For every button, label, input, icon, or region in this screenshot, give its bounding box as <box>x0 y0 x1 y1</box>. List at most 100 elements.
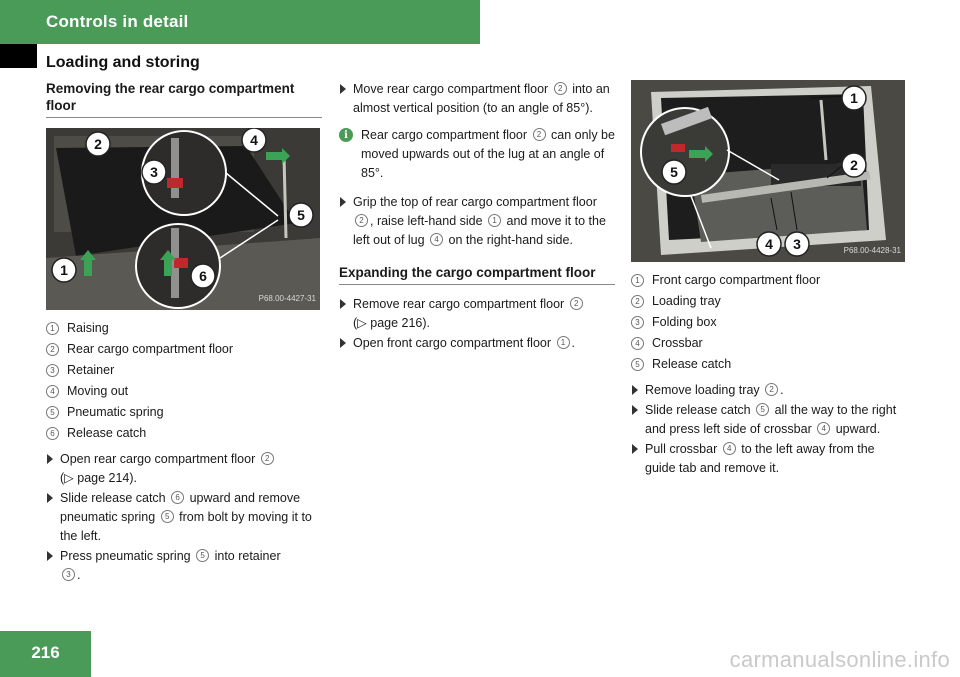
callout-marker: 5 <box>288 202 314 228</box>
figure-callouts-left: 2 3 4 5 1 6 <box>51 128 314 289</box>
instruction-list: Move rear cargo compartment floor 2 into… <box>339 80 615 118</box>
callout-marker: 4 <box>241 128 267 153</box>
callout-number: 5 <box>196 549 210 563</box>
svg-text:1: 1 <box>60 262 68 278</box>
step-arrow-icon <box>340 299 346 309</box>
callout-number: 2 <box>553 82 567 96</box>
svg-text:4: 4 <box>250 132 258 148</box>
chapter-title: Controls in detail <box>46 12 189 31</box>
legend-label: Raising <box>67 321 109 335</box>
callout-number: 2 <box>260 452 274 466</box>
step-arrow-icon <box>340 84 346 94</box>
callout-number: 2 <box>765 383 779 397</box>
instruction-step: Slide release catch 5 all the way to the… <box>631 401 907 439</box>
instruction-step: Remove rear cargo compartment floor 2(▷ … <box>339 295 615 333</box>
callout-number: 3 <box>46 364 59 377</box>
callout-number: 2 <box>46 343 59 356</box>
legend-list: 1 Raising 2 Rear cargo compartment floor 3… <box>46 318 322 444</box>
svg-text:5: 5 <box>297 207 305 223</box>
svg-text:4: 4 <box>765 236 773 252</box>
callout-number: 2 <box>355 214 368 228</box>
callout-number: 1 <box>556 336 570 350</box>
instruction-step: Grip the top of rear cargo compartment f… <box>339 193 615 250</box>
section-marker <box>0 44 37 68</box>
callout-number: 2 <box>569 297 583 311</box>
instruction-list: Open rear cargo compartment floor 2(▷ pa… <box>46 450 322 585</box>
svg-text:5: 5 <box>670 164 678 180</box>
step-arrow-icon <box>47 454 53 464</box>
svg-text:2: 2 <box>850 157 858 173</box>
page-number: 216 <box>31 643 60 662</box>
step-arrow-icon <box>47 493 53 503</box>
callout-number: 1 <box>631 274 644 287</box>
instruction-step: Slide release catch 6 upward and remove … <box>46 489 322 546</box>
callout-number: 5 <box>160 510 174 524</box>
callout-number: 1 <box>46 322 59 335</box>
instruction-list: Remove rear cargo compartment floor 2(▷ … <box>339 295 615 353</box>
info-note: i Rear cargo compartment floor 2 can onl… <box>339 126 615 183</box>
legend-item: 4 Crossbar <box>631 333 907 354</box>
svg-text:3: 3 <box>150 164 158 180</box>
legend-label: Rear cargo compartment floor <box>67 342 234 356</box>
callout-number: 5 <box>631 358 644 371</box>
legend-item: 5 Pneumatic spring <box>46 402 322 423</box>
step-arrow-icon <box>632 405 638 415</box>
callout-marker: 3 <box>784 231 810 257</box>
callout-number: 4 <box>817 422 831 436</box>
callout-marker: 2 <box>841 152 867 178</box>
step-arrow-icon <box>340 197 346 207</box>
callout-marker: 5 <box>661 159 687 185</box>
legend-item: 2 Rear cargo compartment floor <box>46 339 322 360</box>
callout-number: 2 <box>532 128 546 142</box>
legend-label: Pneumatic spring <box>67 405 164 419</box>
heading-expand-floor: Expanding the cargo compartment floor <box>339 264 615 285</box>
step-arrow-icon <box>340 338 346 348</box>
instruction-step: Open front cargo compartment floor 1. <box>339 334 615 353</box>
rear-floor-illustration <box>46 128 320 310</box>
instruction-step: Remove loading tray 2. <box>631 381 907 400</box>
svg-text:3: 3 <box>793 236 801 252</box>
callout-marker: 6 <box>190 263 216 289</box>
callout-number: 3 <box>62 568 75 582</box>
info-icon: i <box>339 128 353 142</box>
callout-number: 4 <box>631 337 644 350</box>
instruction-step: Open rear cargo compartment floor 2(▷ pa… <box>46 450 322 488</box>
column-middle: Move rear cargo compartment floor 2 into… <box>339 80 615 357</box>
column-left: Removing the rear cargo compartment floo… <box>46 80 322 589</box>
figure-callouts-right: 1 2 5 4 3 <box>661 85 867 257</box>
callout-number: 6 <box>171 491 185 505</box>
legend-label: Crossbar <box>652 336 703 350</box>
step-arrow-icon <box>632 385 638 395</box>
legend-label: Release catch <box>67 426 147 440</box>
callout-number: 2 <box>631 295 644 308</box>
callout-marker: 4 <box>756 231 782 257</box>
callout-number: 4 <box>430 233 444 247</box>
instruction-list: Grip the top of rear cargo compartment f… <box>339 193 615 250</box>
header-bar: Controls in detail <box>0 0 480 44</box>
callout-number: 1 <box>488 214 502 228</box>
page-reference: (▷ page 216). <box>353 316 431 330</box>
heading-remove-rear-floor: Removing the rear cargo compartment floo… <box>46 80 322 118</box>
figure-code: P68.00-4427-31 <box>258 294 316 303</box>
callout-marker: 1 <box>841 85 867 111</box>
callout-number: 6 <box>46 427 59 440</box>
instruction-list: Remove loading tray 2. Slide release cat… <box>631 381 907 478</box>
instruction-step: Pull crossbar 4 to the left away from th… <box>631 440 907 478</box>
callout-number: 5 <box>46 406 59 419</box>
callout-number: 4 <box>722 442 736 456</box>
page-reference: (▷ page 214). <box>60 471 138 485</box>
page-number-box: 216 <box>0 631 91 677</box>
step-arrow-icon <box>632 444 638 454</box>
legend-label: Folding box <box>652 315 717 329</box>
legend-label: Retainer <box>67 363 115 377</box>
watermark: carmanualsonline.info <box>729 647 950 672</box>
legend-label: Moving out <box>67 384 129 398</box>
